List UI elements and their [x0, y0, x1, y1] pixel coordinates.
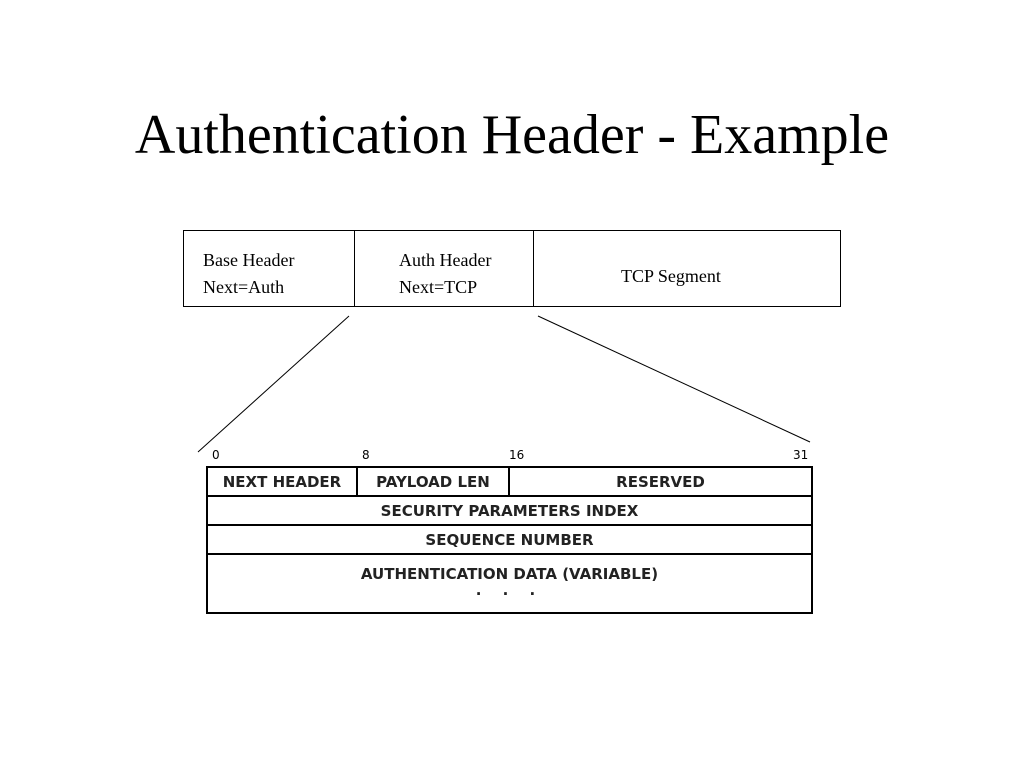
- bit-label-0: 0: [212, 448, 220, 462]
- slide-title: Authentication Header - Example: [134, 104, 890, 166]
- ip-packet-diagram: Base Header Next=Auth Auth Header Next=T…: [183, 230, 841, 307]
- reserved-field: RESERVED: [508, 466, 813, 497]
- ah-format-table: NEXT HEADER PAYLOAD LEN RESERVED SECURIT…: [206, 466, 813, 614]
- tcp-segment-cell: TCP Segment: [534, 231, 840, 306]
- table-row: NEXT HEADER PAYLOAD LEN RESERVED: [206, 466, 813, 497]
- bit-label-8: 8: [362, 448, 370, 462]
- table-row: SEQUENCE NUMBER: [206, 524, 813, 555]
- base-header-cell: Base Header Next=Auth: [184, 231, 355, 306]
- bit-label-16: 16: [509, 448, 525, 462]
- tcp-segment-label: TCP Segment: [621, 266, 721, 286]
- auth-header-next: Next=TCP: [399, 277, 478, 297]
- table-row: AUTHENTICATION DATA (VARIABLE) . . .: [206, 553, 813, 614]
- bit-label-31: 31: [793, 448, 809, 462]
- expansion-line-right: [537, 315, 811, 443]
- next-header-field: NEXT HEADER: [206, 466, 358, 497]
- auth-data-label: AUTHENTICATION DATA (VARIABLE): [360, 565, 659, 583]
- base-header-label: Base Header: [203, 250, 295, 270]
- sequence-number-field: SEQUENCE NUMBER: [206, 524, 813, 555]
- payload-len-field: PAYLOAD LEN: [356, 466, 510, 497]
- base-header-next: Next=Auth: [203, 277, 285, 297]
- auth-header-label: Auth Header: [399, 250, 492, 270]
- auth-data-field: AUTHENTICATION DATA (VARIABLE) . . .: [206, 553, 813, 614]
- spi-field: SECURITY PARAMETERS INDEX: [206, 495, 813, 526]
- auth-data-continuation: . . .: [475, 581, 544, 599]
- expansion-line-left: [197, 315, 350, 453]
- table-row: SECURITY PARAMETERS INDEX: [206, 495, 813, 526]
- auth-header-cell: Auth Header Next=TCP: [355, 231, 534, 306]
